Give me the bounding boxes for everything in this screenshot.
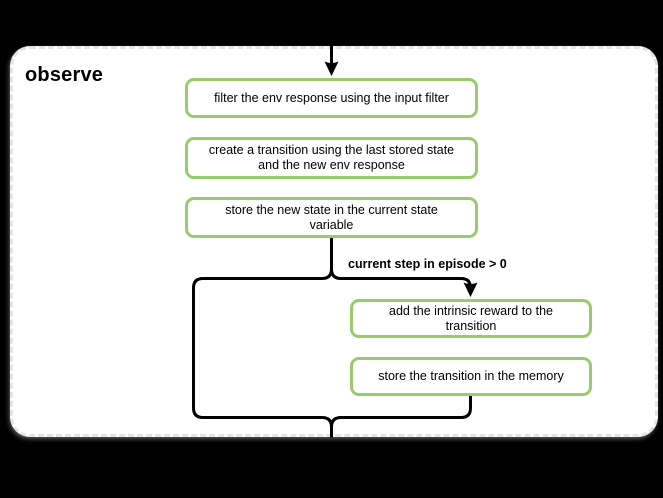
merge-connector-line (330, 396, 472, 428)
node-store-transition: store the transition in the memory (350, 357, 592, 396)
branch-condition-label: current step in episode > 0 (348, 257, 507, 271)
node-store-new-state: store the new state in the current state… (185, 197, 478, 238)
true-branch-arrowhead-icon (463, 282, 478, 297)
incoming-arrowhead-icon (324, 61, 339, 76)
node-filter-env-response: filter the env response using the input … (185, 78, 478, 118)
node-add-intrinsic-reward: add the intrinsic reward to the transiti… (350, 299, 592, 338)
true-branch-line (330, 268, 472, 289)
bypass-branch-line (192, 268, 333, 438)
diagram-title: observe (25, 64, 104, 86)
node-create-transition: create a transition using the last store… (185, 137, 478, 179)
